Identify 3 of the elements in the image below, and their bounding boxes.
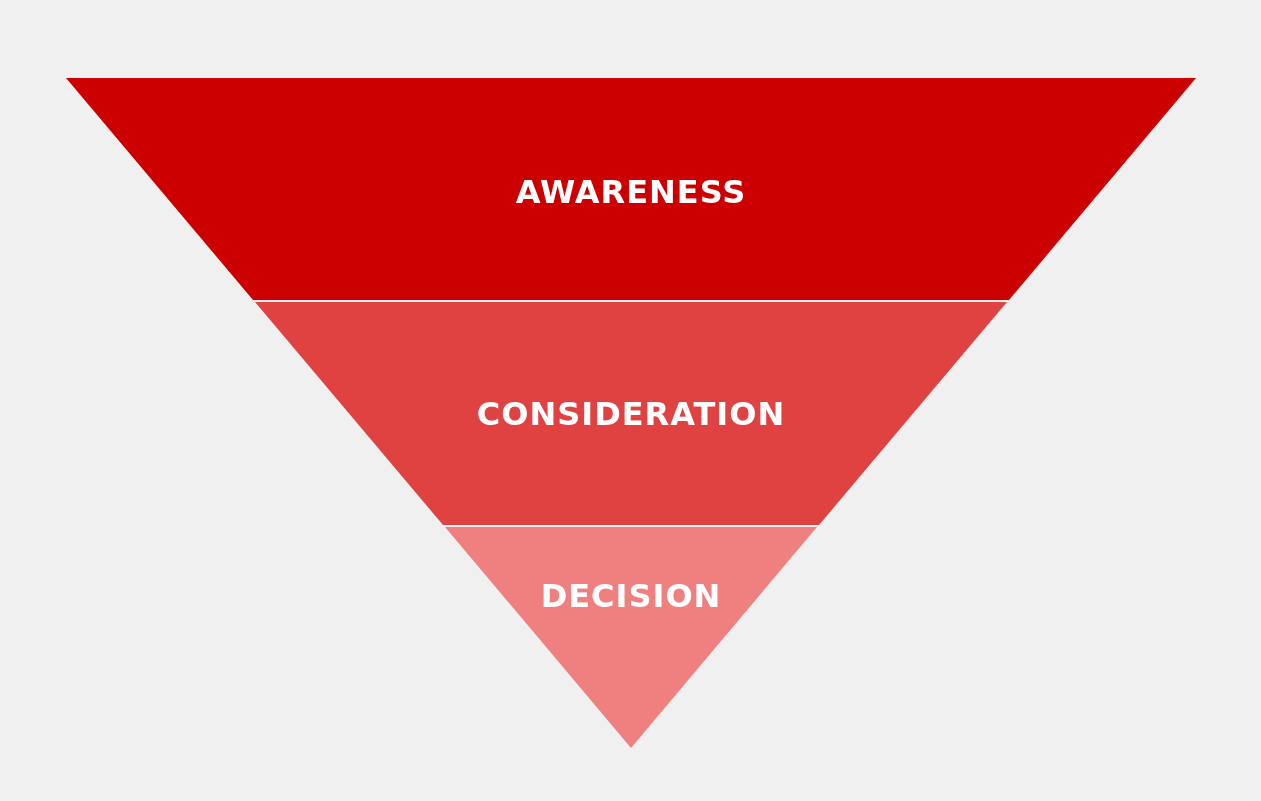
stage-label: CONSIDERATION xyxy=(476,395,786,433)
stage-label: AWARENESS xyxy=(515,173,747,211)
stage-label: DECISION xyxy=(540,577,722,615)
